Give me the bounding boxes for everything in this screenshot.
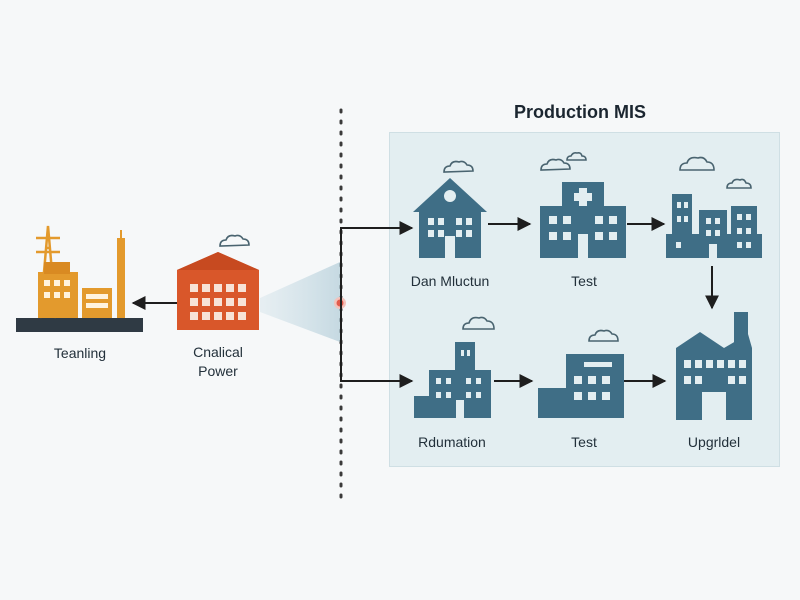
chemical-label-line2: Power [198,363,238,379]
cloud-icon [679,156,715,171]
node-label-bottom-1: Rdumation [418,434,486,450]
light-beam [260,262,340,342]
factory-icon-bottom-3 [676,312,752,420]
cloud-icon [588,329,619,342]
cloud-icon [566,152,587,161]
teanling-label: Teanling [54,345,106,361]
branch-arrow-bottom [340,303,414,388]
chemical-label-line1: Cnalical [193,344,243,360]
cloud-icon [462,316,495,330]
node-label-bottom-3: Upgrldel [688,434,740,450]
cloud-icon [726,178,752,189]
building-icon-top-1 [413,178,487,258]
node-label-top-2: Test [571,273,597,289]
building-icon-top-3 [666,194,762,258]
cloud-icon [443,160,474,173]
node-label-bottom-2: Test [571,434,597,450]
branch-arrow-top [340,221,414,303]
industrial-site-icon [16,225,143,332]
building-icon-bottom-1 [414,342,491,418]
cloud-icons [219,152,752,342]
diagram-title: Production MIS [514,102,646,122]
chemical-power-factory-icon [177,252,259,330]
cloud-icon [540,158,571,171]
node-label-top-1: Dan Mluctun [411,273,490,289]
cloud-icon [219,234,250,247]
building-icon-bottom-2 [538,354,624,418]
building-icon-top-2 [540,182,626,258]
